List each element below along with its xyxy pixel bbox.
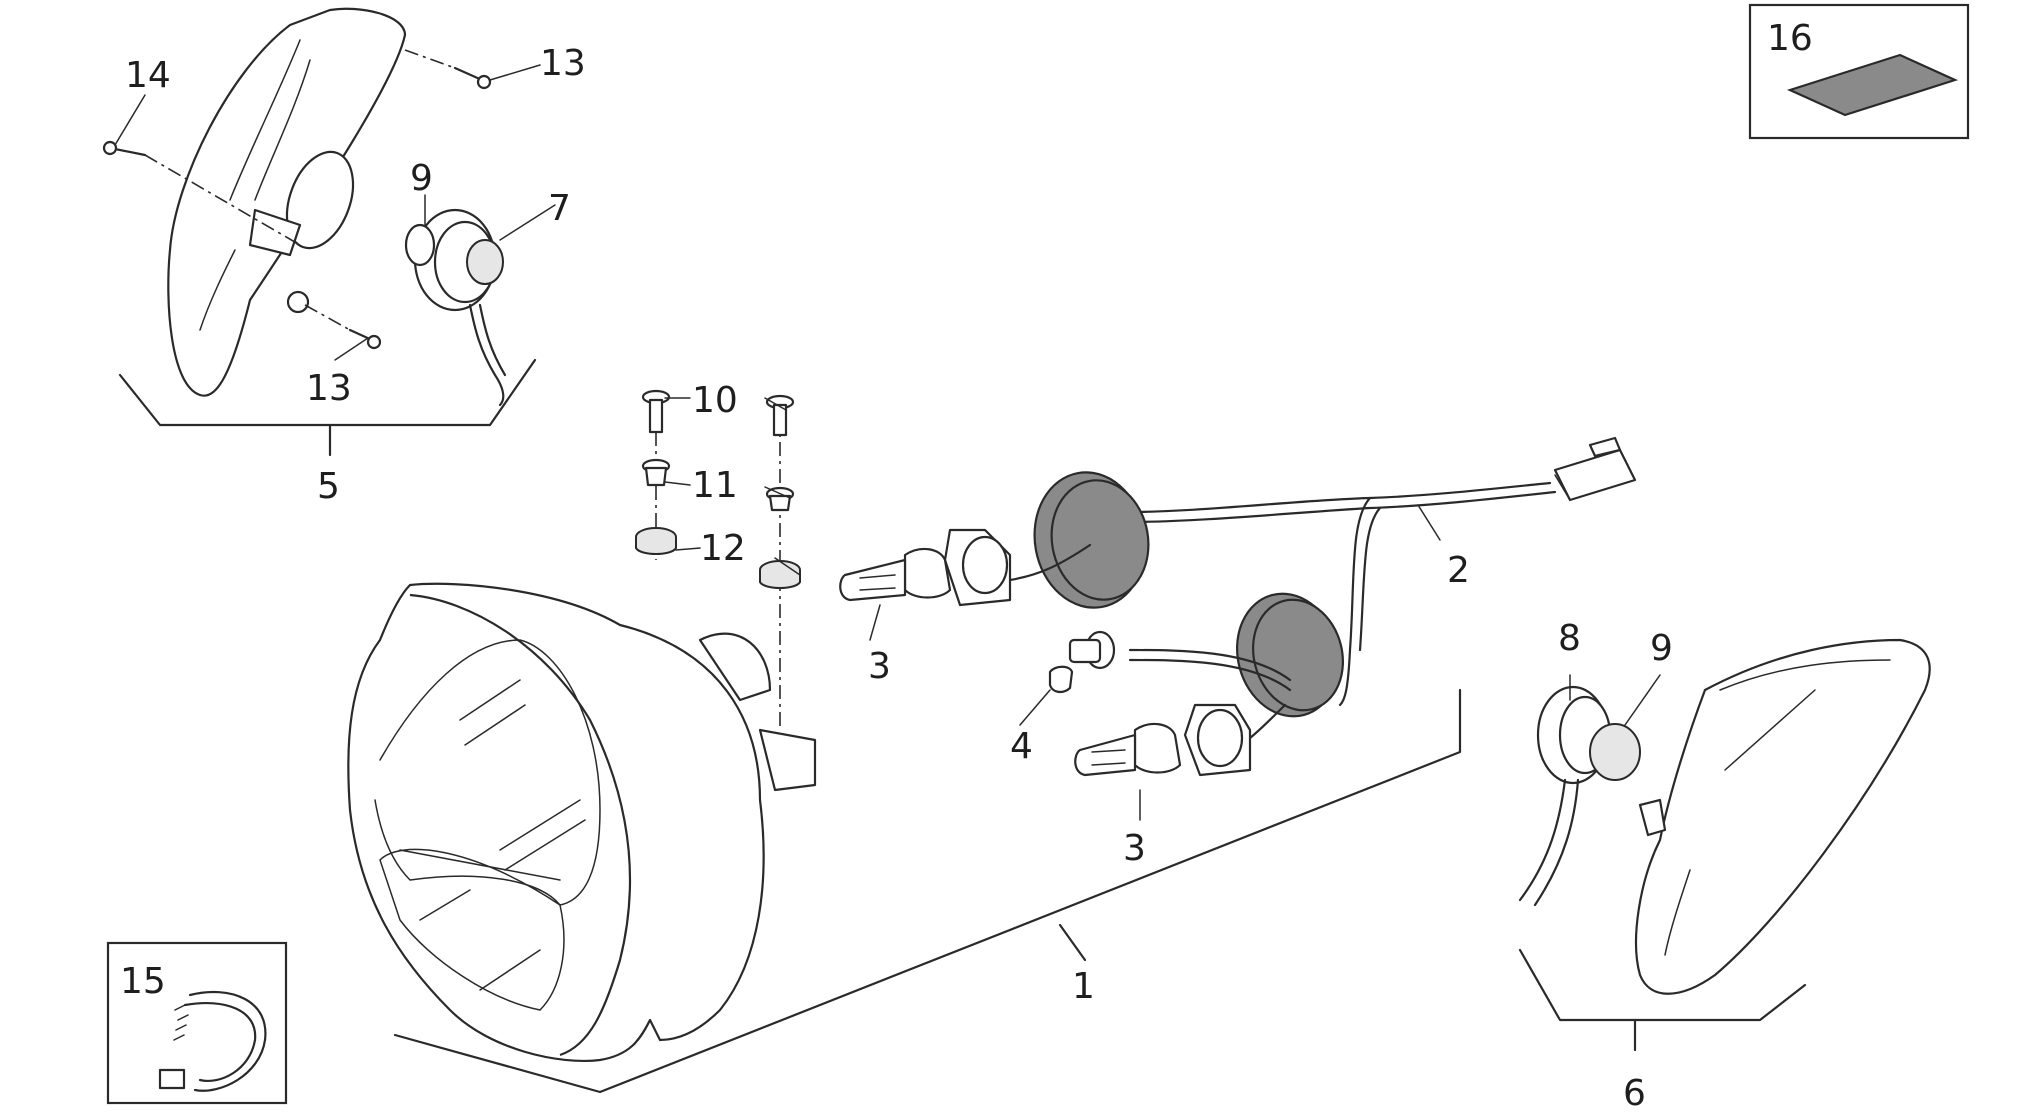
leader-lines-bulbs <box>869 604 1141 821</box>
bulb-socket-8-right <box>1518 685 1641 907</box>
box-16-label <box>1748 3 1970 140</box>
callout-4: 4 <box>1010 726 1033 767</box>
screw-10-left <box>641 389 671 434</box>
grommet-12-right <box>759 560 801 589</box>
bulb-socket-7-left <box>404 208 507 407</box>
leader-lines-top-left <box>114 64 556 361</box>
bulb-4 <box>1048 630 1116 694</box>
callout-7: 7 <box>548 188 571 229</box>
callout-9-left: 9 <box>410 158 433 199</box>
bushing-11-right <box>765 486 795 512</box>
callout-12: 12 <box>700 528 746 569</box>
callout-3-upper: 3 <box>868 646 891 687</box>
callout-6: 6 <box>1623 1073 1646 1112</box>
screw-14 <box>102 140 147 157</box>
rubber-cap-upper <box>1033 471 1150 609</box>
callout-labels: 1 2 3 3 4 5 6 7 8 9 9 10 11 12 13 13 14 … <box>120 18 1813 1112</box>
screw-10-right <box>765 394 795 437</box>
callout-13-bottom: 13 <box>306 368 352 409</box>
screw-13-top <box>453 66 492 90</box>
callout-13-top: 13 <box>540 43 586 84</box>
rubber-cap-lower <box>1236 592 1345 718</box>
connector <box>1553 436 1637 502</box>
callout-16: 16 <box>1767 18 1813 59</box>
left-turn-signal-group <box>102 7 537 457</box>
right-turn-signal-group <box>1518 638 1931 1052</box>
callout-11: 11 <box>692 465 738 506</box>
wiring-harness <box>1008 436 1637 757</box>
callout-14: 14 <box>125 55 171 96</box>
bushing-11-left <box>641 458 671 487</box>
callout-2: 2 <box>1447 550 1470 591</box>
callout-8: 8 <box>1558 618 1581 659</box>
bulb-3-upper <box>839 528 1012 607</box>
fasteners-group <box>635 389 801 730</box>
callout-5: 5 <box>317 466 340 507</box>
callout-10: 10 <box>692 380 738 421</box>
screw-13-bottom <box>348 328 382 350</box>
callout-9-right: 9 <box>1650 628 1673 669</box>
bulb-3-lower <box>1074 703 1252 777</box>
box-15-clamp <box>106 941 288 1105</box>
callout-15: 15 <box>120 961 166 1002</box>
callout-1: 1 <box>1072 966 1095 1007</box>
headlight-assembly <box>347 582 1462 1094</box>
callout-3-lower: 3 <box>1123 828 1146 869</box>
grommet-12-left <box>635 527 677 555</box>
